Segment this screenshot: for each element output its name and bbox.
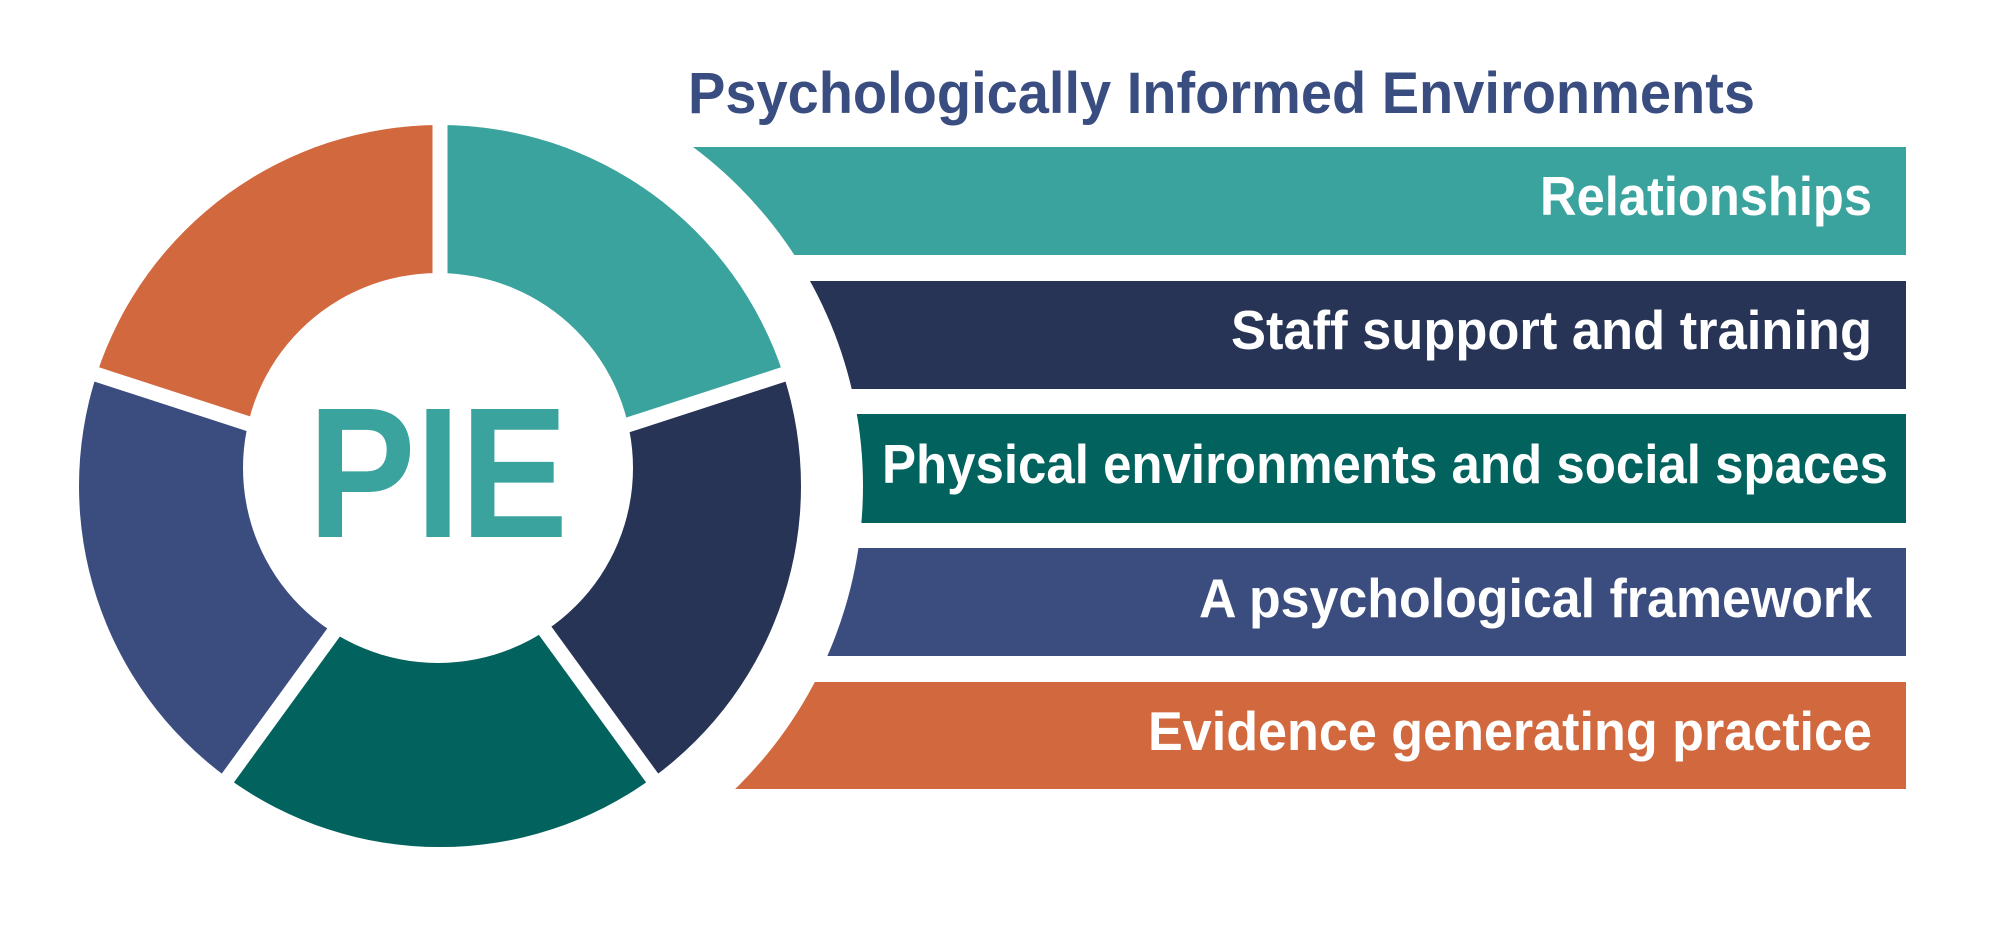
bar-label-evidence-practice: Evidence generating practice (1148, 700, 1872, 762)
bar-evidence-practice (600, 682, 1906, 789)
bar-label-psychological-framework: A psychological framework (1199, 567, 1872, 629)
bar-label-relationships: Relationships (1540, 165, 1872, 227)
segment-physical-environments (227, 486, 653, 848)
center-label: PIE (308, 370, 568, 577)
bar-label-staff-support: Staff support and training (1231, 299, 1872, 361)
donut-hole (243, 273, 633, 663)
bar-relationships (600, 147, 1906, 255)
page-title: Psychologically Informed Environments (688, 61, 1755, 126)
component-bars (600, 147, 1906, 789)
donut (78, 110, 801, 848)
bar-label-physical-environments: Physical environments and social spaces (882, 433, 1888, 495)
